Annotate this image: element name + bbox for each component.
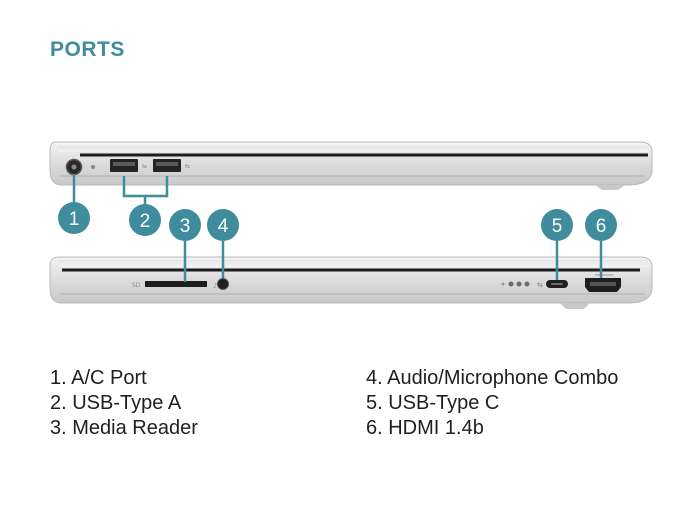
svg-text:5: 5 xyxy=(552,216,563,237)
callout-4: 4 xyxy=(207,209,239,241)
legend-item: 4. Audio/Microphone Combo xyxy=(366,367,619,389)
laptop-left-side: ⇆ ⇆ xyxy=(49,141,653,205)
laptop-right-side: SD ♪ ⇆ xyxy=(49,241,653,309)
svg-text:1: 1 xyxy=(69,209,80,230)
svg-text:⇆: ⇆ xyxy=(185,163,190,170)
callout-6: 6 xyxy=(585,209,617,241)
callout-5: 5 xyxy=(541,209,573,241)
media-reader-slot xyxy=(145,281,207,287)
legend-right: 4. Audio/Microphone Combo 5. USB-Type C … xyxy=(366,366,618,441)
legend-item: 2. USB-Type A xyxy=(50,392,182,414)
audio-jack xyxy=(217,278,229,290)
svg-text:⇆: ⇆ xyxy=(537,281,543,289)
svg-text:3: 3 xyxy=(180,216,191,237)
legend-left: 1. A/C Port 2. USB-Type A 3. Media Reade… xyxy=(50,366,198,441)
svg-text:6: 6 xyxy=(596,216,607,237)
legend-item: 3. Media Reader xyxy=(50,417,198,439)
callout-3: 3 xyxy=(169,209,201,241)
svg-text:♪: ♪ xyxy=(213,282,217,290)
legend-item: 5. USB-Type C xyxy=(366,392,500,414)
callout-1: 1 xyxy=(58,202,90,234)
svg-text:2: 2 xyxy=(140,211,151,232)
svg-text:⇆: ⇆ xyxy=(142,163,147,170)
page-title: PORTS xyxy=(50,38,125,61)
legend-item: 1. A/C Port xyxy=(50,367,147,389)
callout-2: 2 xyxy=(129,204,161,236)
sd-mark: SD xyxy=(132,282,141,289)
legend-item: 6. HDMI 1.4b xyxy=(366,417,484,439)
svg-text:4: 4 xyxy=(218,216,229,237)
